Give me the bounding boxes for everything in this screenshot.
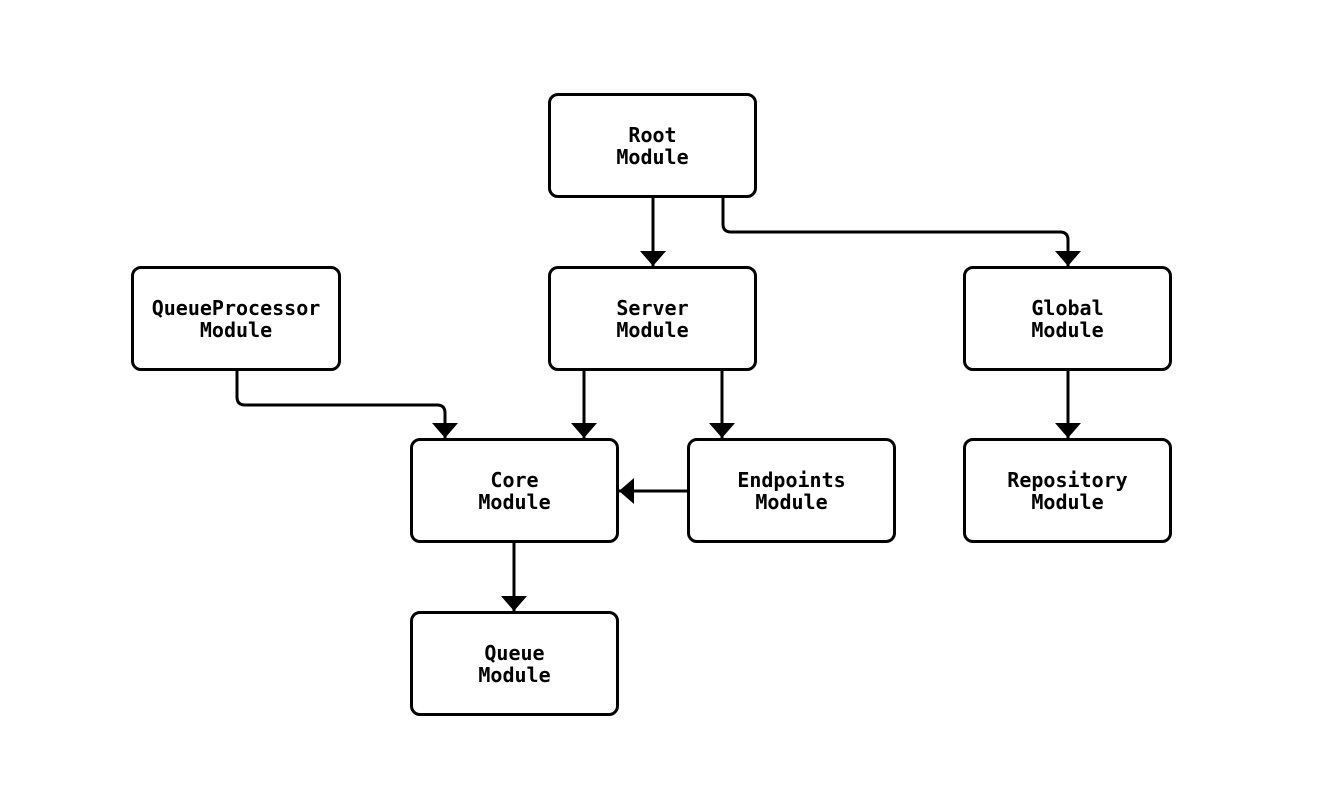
node-label-line: Module — [199, 317, 273, 342]
node-label-line: Module — [1031, 489, 1104, 514]
node-label-line: Module — [616, 317, 689, 342]
node-label-line: Module — [755, 489, 828, 514]
edge-queueprocessor-core — [235, 371, 458, 438]
node-label-line: Core — [490, 467, 539, 492]
node-label-line: Module — [478, 489, 551, 514]
node-label-line: Endpoints — [737, 467, 846, 492]
node-label-line: Module — [616, 144, 689, 169]
edge-group — [235, 198, 1081, 611]
node-label-line: Root — [628, 122, 677, 147]
edge-root-global — [721, 198, 1081, 266]
node-label-line: QueueProcessor — [151, 295, 321, 320]
node-label-line: Repository — [1007, 467, 1128, 492]
node-label-line: Module — [1031, 317, 1104, 342]
node-label-line: Queue — [484, 640, 545, 665]
node-label-line: Server — [616, 295, 689, 320]
node-label-line: Module — [478, 662, 551, 687]
node-label-line: Global — [1031, 295, 1104, 320]
